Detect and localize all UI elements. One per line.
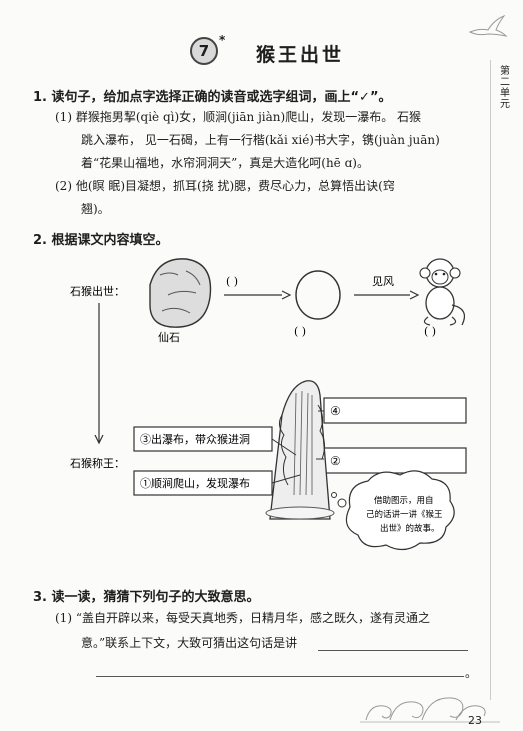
bubble-line: 己的话讲一讲《猴王	[366, 509, 443, 520]
end-mark: 。	[465, 666, 478, 680]
unit-tab: 第 二 单 元	[494, 66, 516, 110]
q1-item-2: (2) 他(瞑 眠)目凝想，抓耳(挠 扰)腮，费尽心力，总算悟出诀(窍 翘)。	[55, 175, 475, 221]
answer-line[interactable]	[318, 650, 468, 651]
q1-item-1-line-3: 着“花果山福地，水帘洞洞天”，真是大造化呵(hē ɑ)。	[81, 156, 369, 170]
box-4	[323, 397, 467, 424]
box-3	[133, 426, 273, 452]
sentence-text: 他(瞑 眠)目凝想，抓耳(挠 扰)腮，费尽心力，总算悟出诀(窍	[75, 179, 395, 193]
q1-item-1-line-2: 跳入瀑布， 见一石碣，上有一行楷(kǎi xié)书大字，镌(juàn juān…	[55, 129, 475, 152]
item-number: (1)	[55, 110, 72, 124]
row-2-label: 石猴称王：	[70, 456, 125, 470]
page-number: 23	[468, 714, 482, 727]
answer-blank: ( )	[294, 325, 306, 338]
thought-bubble: 借助图示，用自 己的话讲一讲《猴王 出世》的故事。	[331, 470, 455, 551]
arrow-label-jianfeng: 见风	[372, 275, 394, 288]
sentence-text: 石猴	[397, 110, 422, 124]
lesson-mark: *	[219, 33, 226, 47]
lesson-number-badge: 7	[190, 37, 218, 65]
box-3-label: ③出瀑布，带众猴进洞	[140, 432, 250, 446]
unit-tab-char: 二	[500, 77, 510, 88]
unit-tab-char: 第	[500, 66, 510, 77]
waterfall-icon	[265, 380, 335, 520]
unit-tab-char: 元	[500, 99, 510, 110]
stone-caption: 仙石	[158, 331, 180, 344]
item-number: (2)	[55, 179, 72, 193]
box-2	[323, 447, 467, 474]
q1-item-2-line-2: 翘)。	[81, 202, 110, 216]
egg-shape	[295, 270, 341, 320]
story-diagram: 石猴出世： 仙石 ( ) ( ) 见风 ( ) 石猴称王： ③出瀑布，带众猴进洞…	[70, 258, 467, 551]
box-1-label: ①顺涧爬山，发现瀑布	[140, 476, 250, 490]
right-margin-rule	[490, 60, 491, 700]
q3-item-1-line-1: (1) “盖自开辟以来，每受天真地秀，日精月华，感之既久，遂有灵通之	[55, 606, 475, 630]
box-2-label: ②	[330, 454, 341, 468]
bubble-line: 借助图示，用自	[374, 495, 434, 506]
question-1-title: 1. 读句子，给加点字选择正确的读音或选字组词，画上“✓”。	[33, 90, 392, 105]
monkey-icon	[419, 258, 465, 326]
sentence-text: 群猴拖男挈(qiè qì)女，顺涧(jiān jiàn)爬山，发现一瀑布。	[75, 110, 394, 124]
answer-line[interactable]	[96, 676, 464, 677]
stone-icon	[149, 258, 212, 328]
bird-icon	[468, 14, 508, 37]
sentence-text: “盖自开辟以来，每受天真地秀，日精月华，感之既久，遂有灵通之	[75, 611, 430, 625]
answer-blank: ( )	[226, 275, 238, 288]
wave-decoration-icon	[360, 697, 500, 723]
answer-blank: ( )	[424, 325, 436, 338]
row-1-label: 石猴出世：	[70, 284, 125, 298]
box-4-label: ④	[330, 404, 341, 418]
page-title: 猴王出世	[256, 44, 345, 66]
bubble-line: 出世》的故事。	[380, 523, 440, 534]
q3-item-1-line-2: 意。”联系上下文，大致可猜出这句话是讲	[81, 636, 298, 650]
q1-item-1: (1) 群猴拖男挈(qiè qì)女，顺涧(jiān jiàn)爬山，发现一瀑布…	[55, 106, 475, 175]
item-number: (1)	[55, 611, 72, 625]
q1-item-1-line-1: (1) 群猴拖男挈(qiè qì)女，顺涧(jiān jiàn)爬山，发现一瀑布…	[55, 106, 475, 129]
sentence-text: 见一石碣，上有一行楷(kǎi xié)书大字，镌(juàn juān)	[144, 133, 440, 147]
q1-item-2-line-1: (2) 他(瞑 眠)目凝想，抓耳(挠 扰)腮，费尽心力，总算悟出诀(窍	[55, 175, 475, 198]
question-3-title: 3. 读一读，猜猜下列句子的大致意思。	[33, 590, 260, 605]
box-1	[133, 470, 273, 496]
question-2-title: 2. 根据课文内容填空。	[33, 233, 169, 248]
unit-tab-char: 单	[500, 88, 510, 99]
sentence-text: 跳入瀑布，	[81, 133, 142, 147]
